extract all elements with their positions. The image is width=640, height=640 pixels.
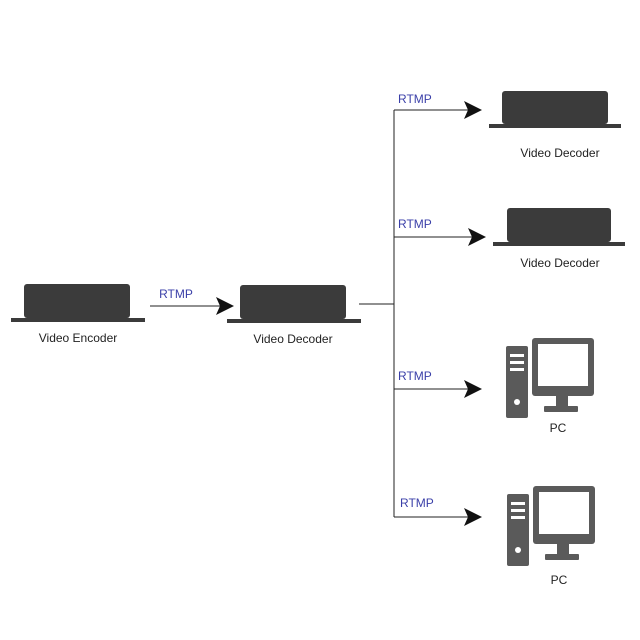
device-box-icon: [502, 91, 608, 124]
video-encoder-node: Video Encoder: [11, 284, 145, 345]
video-decoder-main-node: Video Decoder: [227, 285, 361, 346]
video-decoder-1-node: Video Decoder: [489, 91, 621, 160]
edge-label-rtmp: RTMP: [398, 369, 432, 383]
arrowhead-icon: [468, 228, 486, 246]
pc-1-label: PC: [550, 421, 567, 435]
edge-to-pc-2: RTMP: [394, 496, 482, 526]
desktop-computer-icon: [506, 338, 594, 418]
arrowhead-icon: [464, 508, 482, 526]
device-box-icon: [507, 208, 611, 242]
device-base: [489, 124, 621, 128]
edge-to-pc-1: RTMP: [394, 369, 482, 398]
pc-2-node: PC: [507, 486, 595, 587]
edge-label-rtmp: RTMP: [400, 496, 434, 510]
device-box-icon: [24, 284, 130, 318]
video-decoder-main-label: Video Decoder: [253, 332, 332, 346]
desktop-computer-icon: [507, 486, 595, 566]
arrowhead-icon: [464, 101, 482, 119]
video-decoder-1-label: Video Decoder: [520, 146, 599, 160]
edge-to-decoder-2: RTMP: [394, 217, 486, 246]
branch-trunk: [359, 110, 395, 517]
video-decoder-2-node: Video Decoder: [493, 208, 625, 270]
video-encoder-label: Video Encoder: [39, 331, 118, 345]
device-base: [227, 319, 361, 323]
device-base: [493, 242, 625, 246]
device-base: [11, 318, 145, 322]
edge-label-rtmp: RTMP: [398, 217, 432, 231]
pc-1-node: PC: [506, 338, 594, 435]
device-box-icon: [240, 285, 346, 319]
edge-label-rtmp: RTMP: [398, 92, 432, 106]
arrowhead-icon: [464, 380, 482, 398]
arrowhead-icon: [216, 297, 234, 315]
edge-to-decoder-1: RTMP: [394, 92, 482, 119]
edge-label-rtmp: RTMP: [159, 287, 193, 301]
edge-encoder-to-decoder: RTMP: [150, 287, 234, 315]
pc-2-label: PC: [551, 573, 568, 587]
video-decoder-2-label: Video Decoder: [520, 256, 599, 270]
